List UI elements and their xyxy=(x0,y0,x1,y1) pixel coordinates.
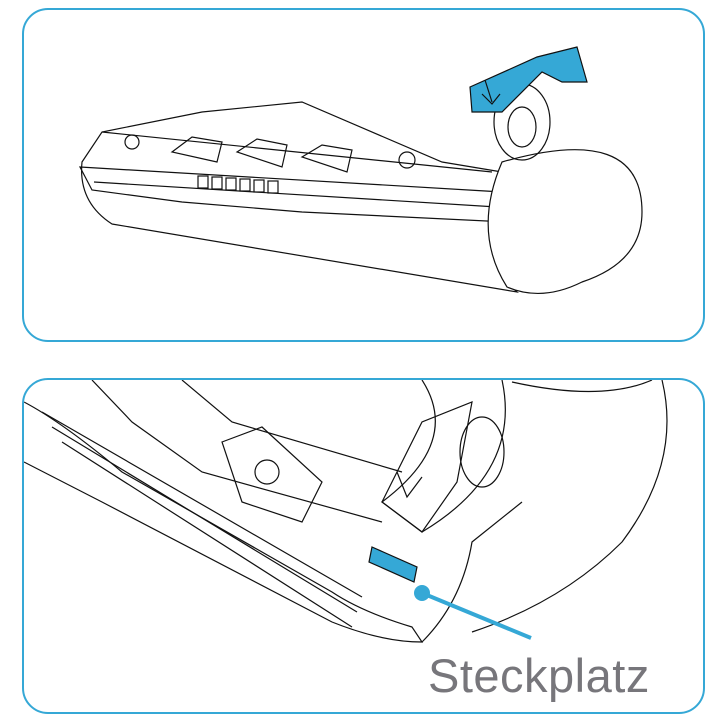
callout-dot xyxy=(414,585,430,601)
bottom-illustration-panel xyxy=(22,378,705,714)
top-illustration-panel xyxy=(22,8,705,342)
vent-slots xyxy=(197,175,279,194)
slot-highlight xyxy=(368,546,418,583)
steckplatz-label: Steckplatz xyxy=(428,649,650,702)
callout-line xyxy=(421,591,532,640)
release-lever xyxy=(469,46,588,113)
brush-roll-closed-illustration xyxy=(78,46,643,295)
slot-detail-illustration xyxy=(24,380,668,643)
